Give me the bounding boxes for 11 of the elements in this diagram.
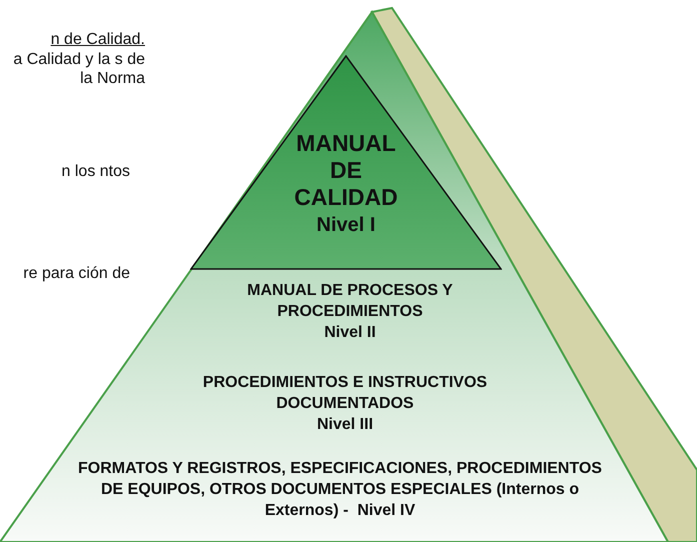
- level-number: Nivel III: [316, 415, 374, 435]
- level-title: MANUAL DE PROCESOS Y PROCEDIMIENTOS: [246, 281, 454, 322]
- level-title: FORMATOS Y REGISTROS, ESPECIFICACIONES, PROCEDIMIENTOS DE EQUIPOS, OTROS DOCUMENTOS ESPECIALES (Internos o Externos) - Nivel IV: [77, 459, 603, 521]
- level-title: PROCEDIMIENTOS E INSTRUCTIVOS DOCUMENTADOS: [202, 373, 488, 414]
- level-number: Nivel I: [316, 213, 376, 238]
- paragraph-text: n los ntos: [60, 162, 130, 181]
- paragraph-text: a Calidad y la s de la Norma: [12, 50, 145, 88]
- paragraph-text: n de Calidad.: [50, 30, 145, 49]
- paragraph-text: re para ción de: [22, 264, 130, 283]
- level-number: Nivel II: [323, 323, 377, 343]
- level-title: MANUAL DE CALIDAD: [293, 130, 399, 211]
